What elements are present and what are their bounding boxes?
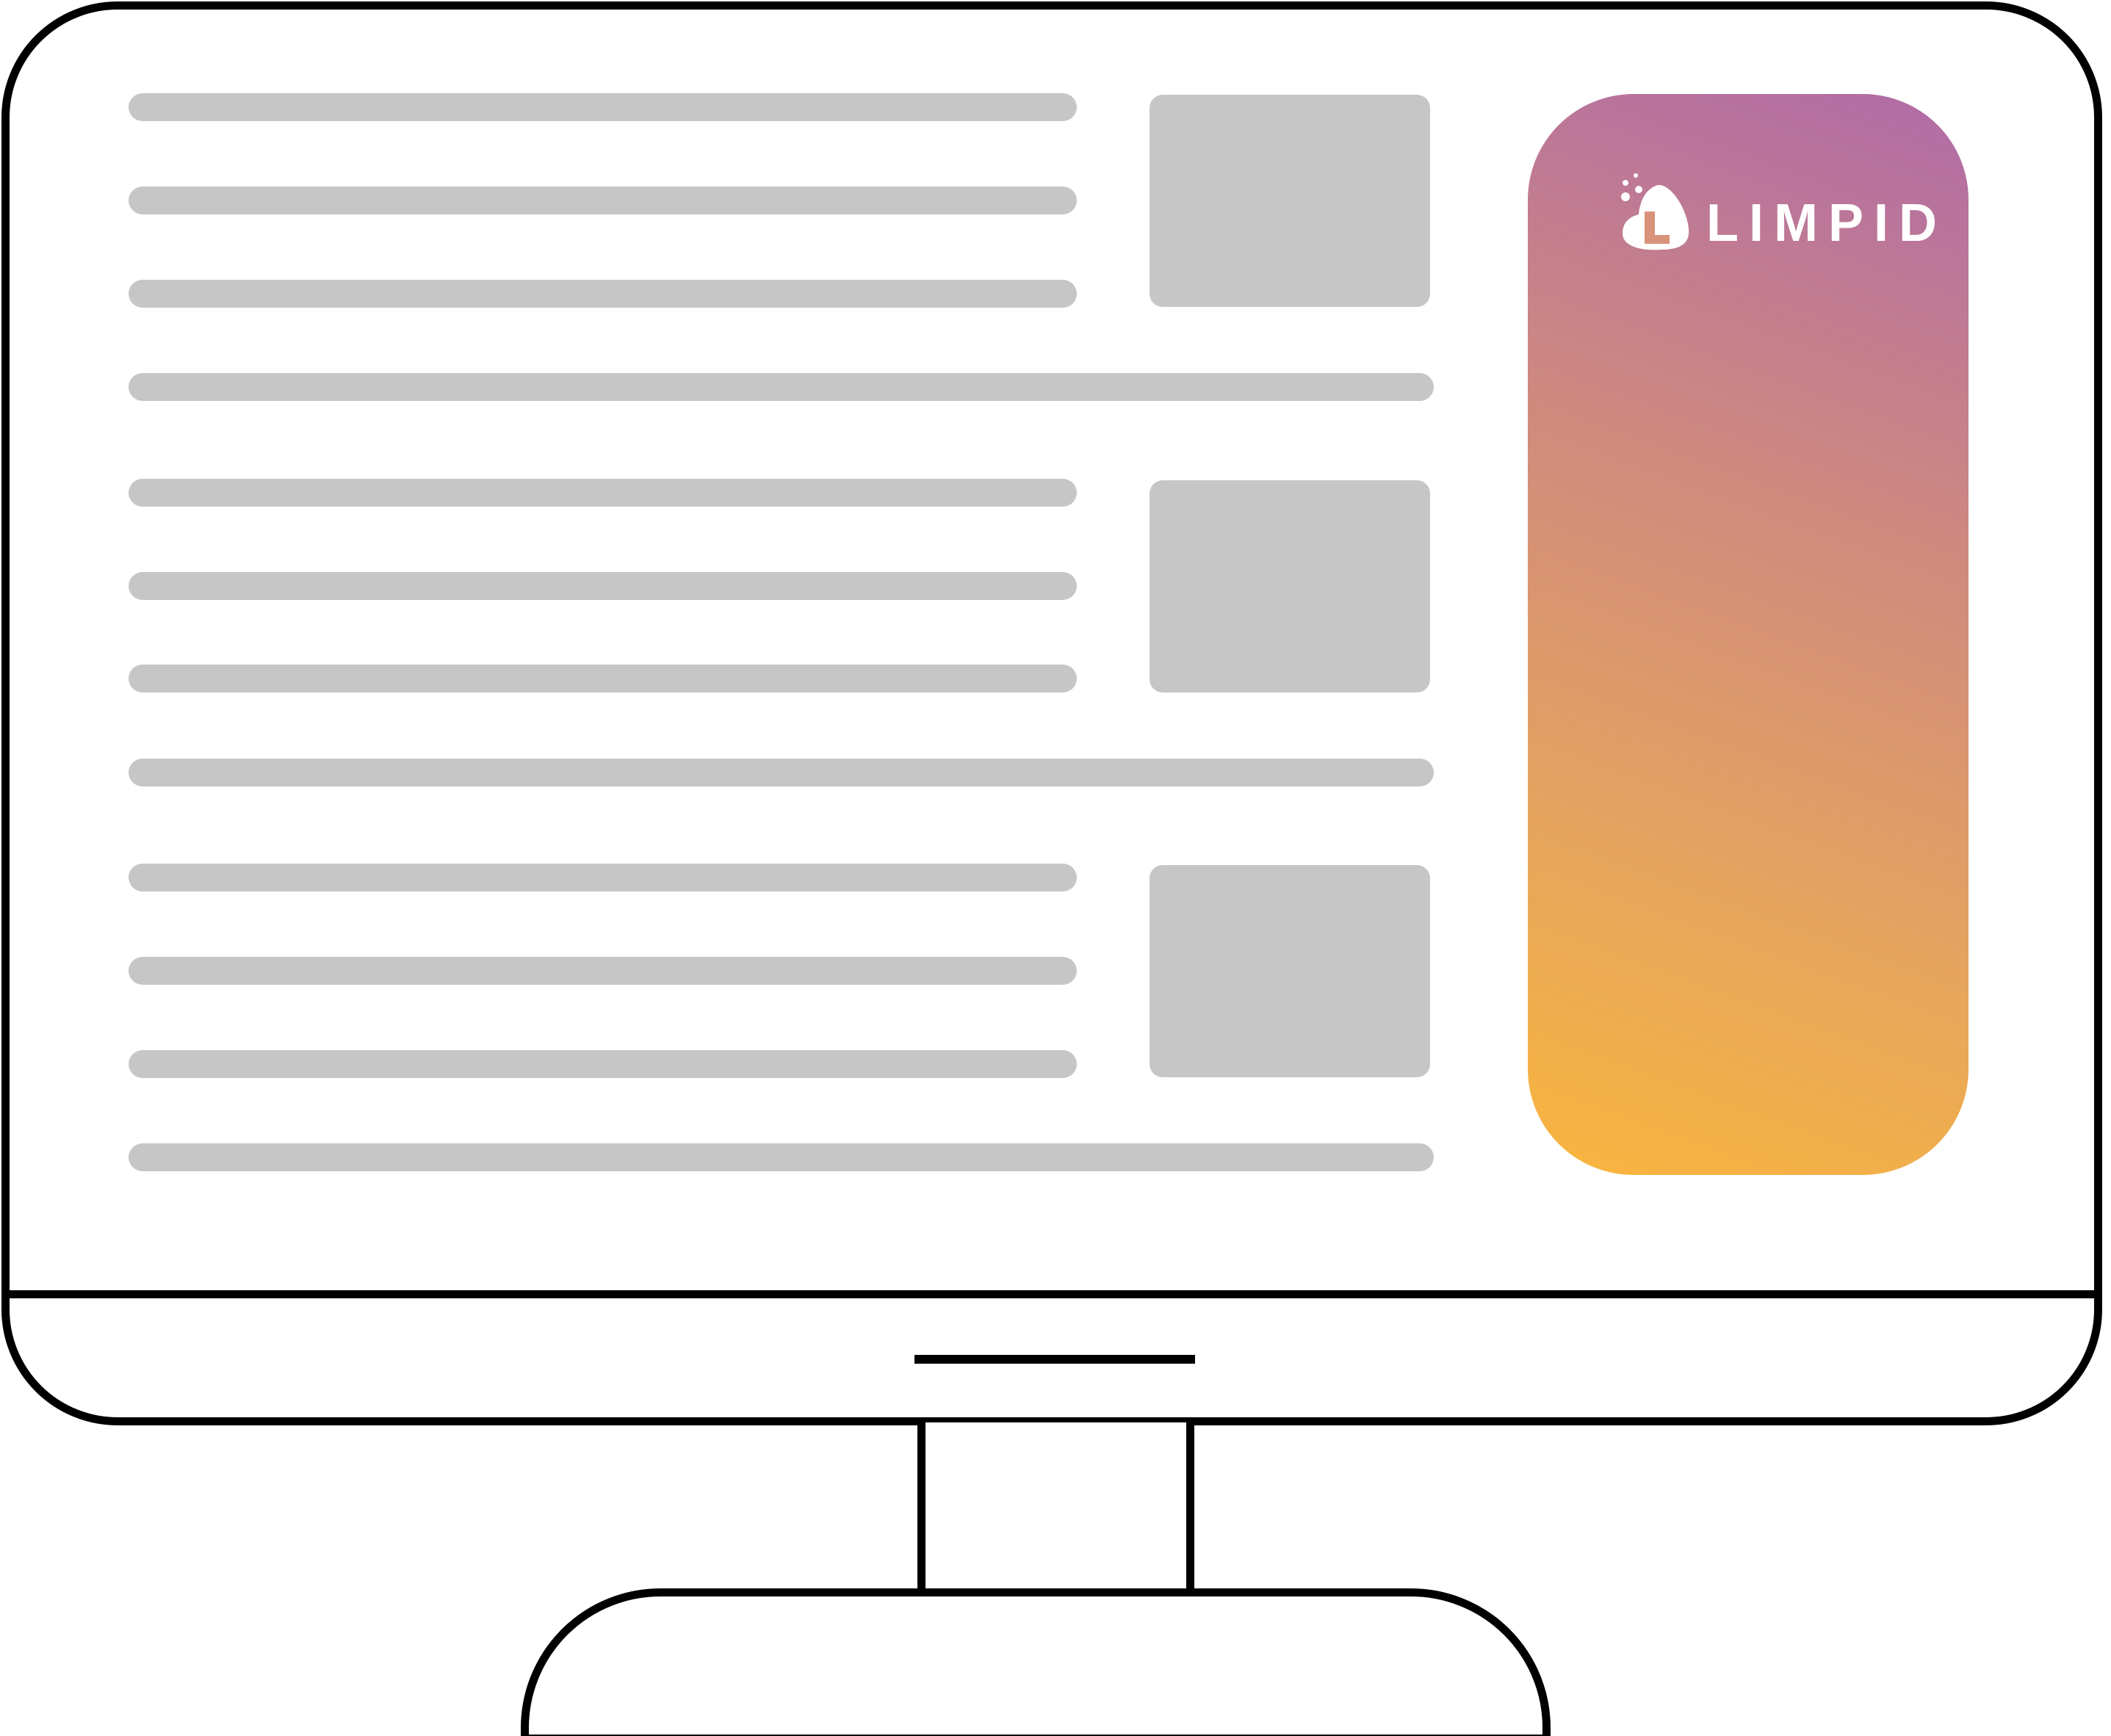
placeholder-text-line xyxy=(129,280,1077,308)
placeholder-text-line xyxy=(129,1050,1077,1078)
brand-banner xyxy=(1528,94,1969,1175)
placeholder-text-line xyxy=(129,759,1434,786)
placeholder-text-line xyxy=(129,373,1434,401)
placeholder-text-line xyxy=(129,864,1077,891)
placeholder-thumbnail xyxy=(1150,865,1430,1077)
limpid-droplet-logo-icon xyxy=(1617,169,1699,261)
placeholder-text-line xyxy=(129,572,1077,600)
placeholder-text-line xyxy=(129,93,1077,121)
screen-bezel-divider xyxy=(4,1290,2100,1298)
placeholder-text-line xyxy=(129,479,1077,507)
monitor-stand-base xyxy=(521,1588,1551,1736)
monitor-chin-slot xyxy=(914,1355,1195,1364)
placeholder-text-line xyxy=(129,957,1077,985)
placeholder-thumbnail xyxy=(1150,95,1430,307)
monitor-stand-neck xyxy=(917,1422,1194,1596)
placeholder-thumbnail xyxy=(1150,480,1430,692)
placeholder-text-line xyxy=(129,187,1077,214)
brand-wordmark: LIMPID xyxy=(1706,193,1947,253)
placeholder-text-line xyxy=(129,1143,1434,1171)
placeholder-text-line xyxy=(129,665,1077,692)
brand-logo: LIMPID xyxy=(1617,169,1937,261)
